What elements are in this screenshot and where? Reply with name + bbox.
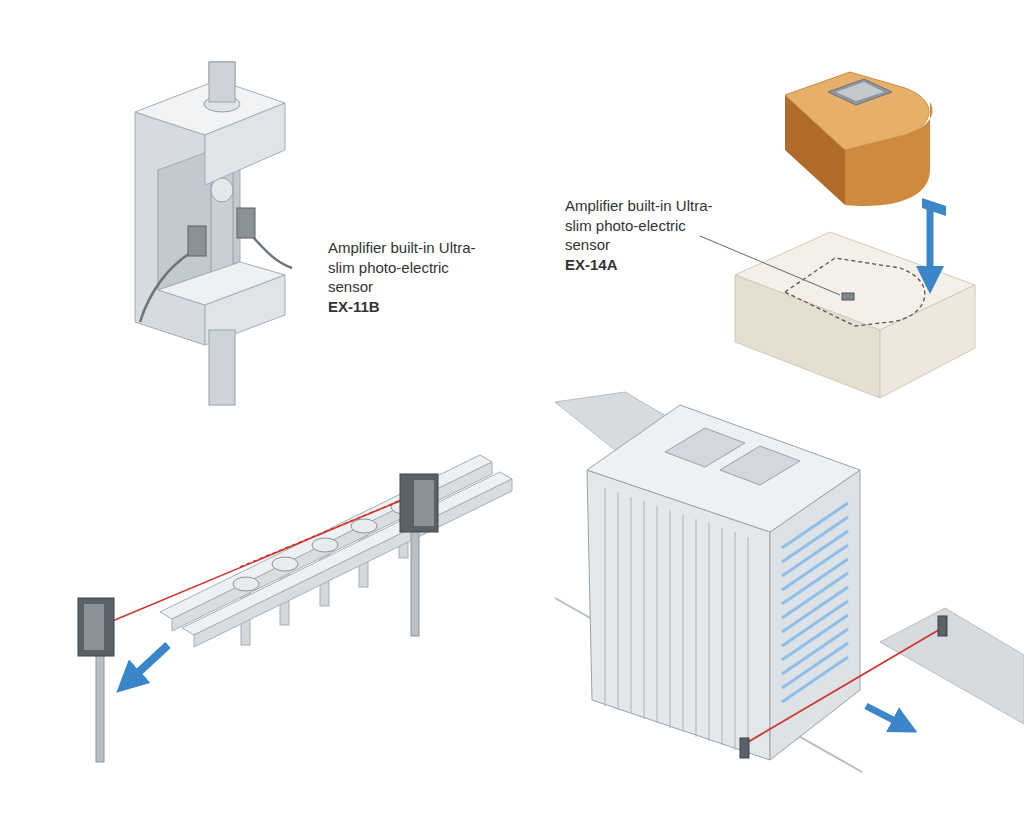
sensor xyxy=(842,293,854,300)
bracket-face xyxy=(205,103,285,185)
rod xyxy=(209,330,235,405)
sensor-description: Amplifier built-in Ultra-slim photo-elec… xyxy=(328,238,488,297)
bracket-figure xyxy=(135,62,292,405)
plate-figure xyxy=(700,72,975,398)
rail xyxy=(182,472,512,635)
rail xyxy=(160,455,492,619)
sensor-post xyxy=(411,528,419,636)
light-beam xyxy=(240,500,402,567)
rail xyxy=(194,479,512,647)
motion-arrow xyxy=(927,208,934,280)
part-insert xyxy=(836,82,884,101)
cassette-opening xyxy=(665,428,745,467)
sensor xyxy=(400,474,438,532)
model-name: EX-11B xyxy=(328,297,488,317)
part-top xyxy=(785,72,929,150)
dashed-outline xyxy=(785,258,925,326)
part-heads xyxy=(233,500,417,591)
light-beam xyxy=(748,628,942,742)
part-head xyxy=(351,519,377,533)
sensor-cable xyxy=(252,236,292,268)
wafers xyxy=(782,503,848,702)
leader-line xyxy=(700,236,840,295)
cassette-top xyxy=(587,405,860,532)
part-head xyxy=(272,557,298,571)
sensor-face xyxy=(84,604,104,650)
sensor-description: Amplifier built-in Ultra-slim photo-elec… xyxy=(565,196,715,255)
model-name: EX-14A xyxy=(565,255,715,275)
cassette-opening xyxy=(720,446,800,485)
cassette-slats xyxy=(605,488,748,754)
rail xyxy=(172,462,492,631)
part-insert xyxy=(828,79,892,105)
sensor xyxy=(78,598,114,656)
cassette-figure xyxy=(555,392,1024,772)
sensor xyxy=(740,738,749,758)
sensor xyxy=(938,616,947,636)
sensor xyxy=(188,226,206,256)
motion-arrow xyxy=(866,706,905,726)
conveyor xyxy=(880,608,1024,724)
rail-figure xyxy=(78,455,512,762)
light-beam xyxy=(110,500,402,622)
rod-joint xyxy=(211,178,233,202)
part-head xyxy=(233,577,259,591)
plate-side xyxy=(735,275,880,398)
motion-arrow xyxy=(128,645,168,682)
part-head xyxy=(312,538,338,552)
rod xyxy=(209,62,235,102)
arrow-flag xyxy=(922,198,946,216)
plate-side xyxy=(880,285,975,398)
sensor-face xyxy=(414,480,434,526)
sensor xyxy=(237,208,255,238)
sensor-post xyxy=(96,650,104,762)
